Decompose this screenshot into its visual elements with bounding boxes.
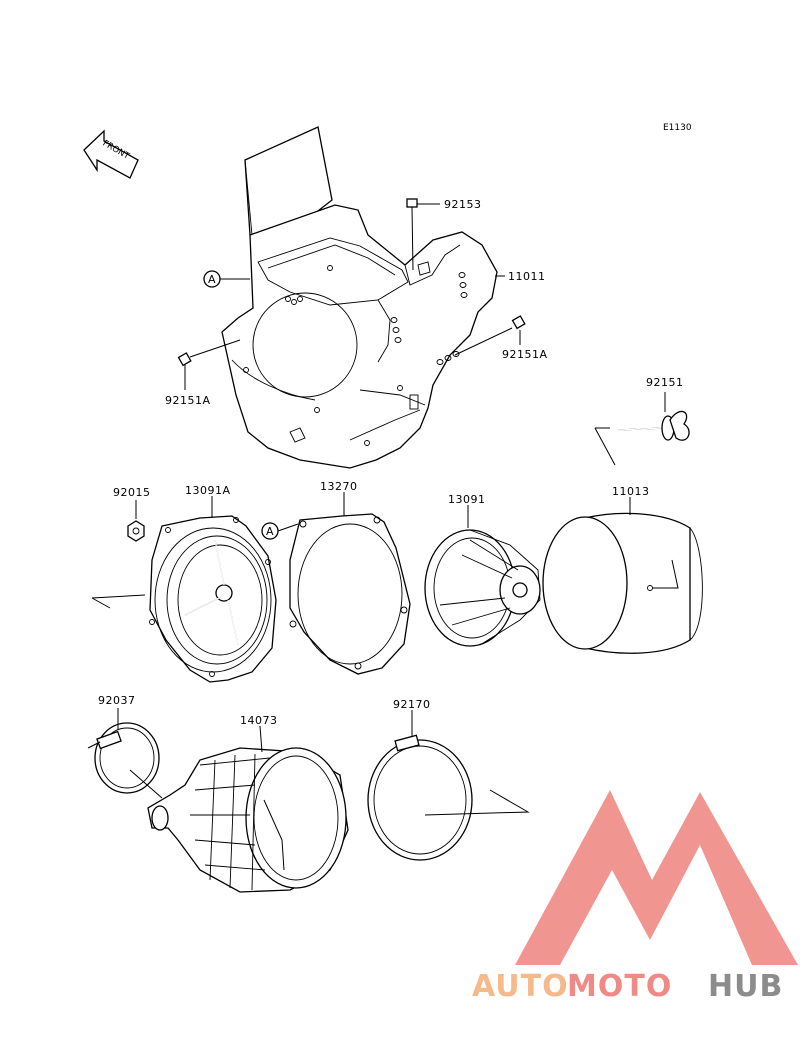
label-11011: 11011 [508, 270, 546, 283]
bolt-92153: 92153 [406, 198, 482, 271]
nut-92015: 92015 [113, 486, 151, 542]
label-13091a: 13091A [185, 484, 231, 497]
wordmark-auto: AUTO [472, 969, 569, 1004]
label-92153: 92153 [444, 198, 482, 211]
label-92151: 92151 [646, 376, 684, 389]
backing-plate-13091a: 13091A [91, 484, 277, 683]
wordmark-hub: HUB [708, 969, 783, 1004]
ref-marker-a-middle: A [261, 522, 299, 540]
label-14073: 14073 [240, 714, 278, 727]
diagram-code: E1130 [663, 123, 692, 133]
label-92151a-right: 92151A [502, 348, 548, 361]
ref-marker-a-top: A [203, 270, 250, 288]
bolt-92151a-right: 92151A [454, 315, 548, 361]
label-92170: 92170 [393, 698, 431, 711]
ref-marker-label: A [208, 273, 216, 286]
wordmark-moto: MOTO [567, 969, 672, 1004]
filter-cage-13091: 13091 [424, 493, 541, 647]
label-92015: 92015 [113, 486, 151, 499]
wing-bolt-92151: 92151 [594, 376, 690, 466]
label-11013: 11013 [612, 485, 650, 498]
label-92037: 92037 [98, 694, 136, 707]
bolt-92151a-left: 92151A [165, 339, 241, 407]
label-92151a-left: 92151A [165, 394, 211, 407]
automotohub-logo [515, 790, 798, 965]
gasket-13270: 13270 [289, 480, 411, 675]
intake-boot-14073: 14073 [147, 714, 349, 893]
ref-marker-label-middle: A [266, 525, 274, 538]
clamp-92170: 92170 [367, 698, 530, 861]
foam-filter-11013: 11013 [542, 485, 703, 654]
front-arrow-icon: FRONT [83, 129, 139, 179]
automotohub-wordmark: AUTO MOTO HUB [472, 969, 783, 1004]
airbox-housing [221, 126, 498, 469]
clamp-92037: 92037 [87, 694, 163, 799]
label-13091: 13091 [448, 493, 486, 506]
label-13270: 13270 [320, 480, 358, 493]
